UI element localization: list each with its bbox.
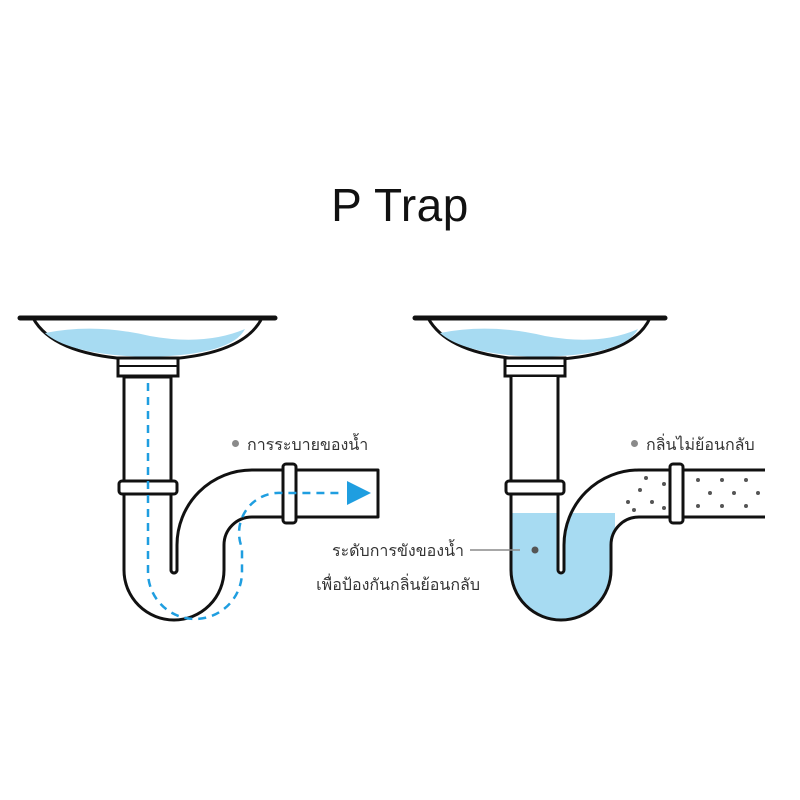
right-horizontal-joint [668, 462, 685, 525]
left-flow-arrowhead [347, 481, 371, 505]
right-sink-assembly [412, 315, 765, 622]
flow-label: การระบายของน้ำ [232, 433, 368, 458]
page-title: P Trap [331, 179, 469, 231]
left-sink-assembly [17, 315, 380, 622]
flow-label-bullet [232, 440, 239, 447]
odor-label: กลิ่นไม่ย้อนกลับ [631, 433, 755, 458]
seal-leader-dot [531, 546, 539, 554]
right-sink-water [440, 328, 638, 357]
right-water-seal [511, 513, 615, 620]
right-vertical-joint [504, 479, 566, 496]
flow-label-text: การระบายของน้ำ [247, 435, 369, 454]
seal-label-line2: เพื่อป้องกันกลิ่นย้อนกลับ [316, 575, 480, 594]
odor-label-bullet [631, 440, 638, 447]
left-trap-pipe [122, 375, 380, 622]
right-trap-pipe [509, 377, 765, 622]
seal-label-line1: ระดับการขังของน้ำ [331, 541, 464, 560]
right-odor-dots [626, 476, 678, 512]
left-flow-path [146, 383, 340, 621]
left-sink-water [45, 328, 245, 357]
odor-label-text: กลิ่นไม่ย้อนกลับ [646, 435, 755, 454]
